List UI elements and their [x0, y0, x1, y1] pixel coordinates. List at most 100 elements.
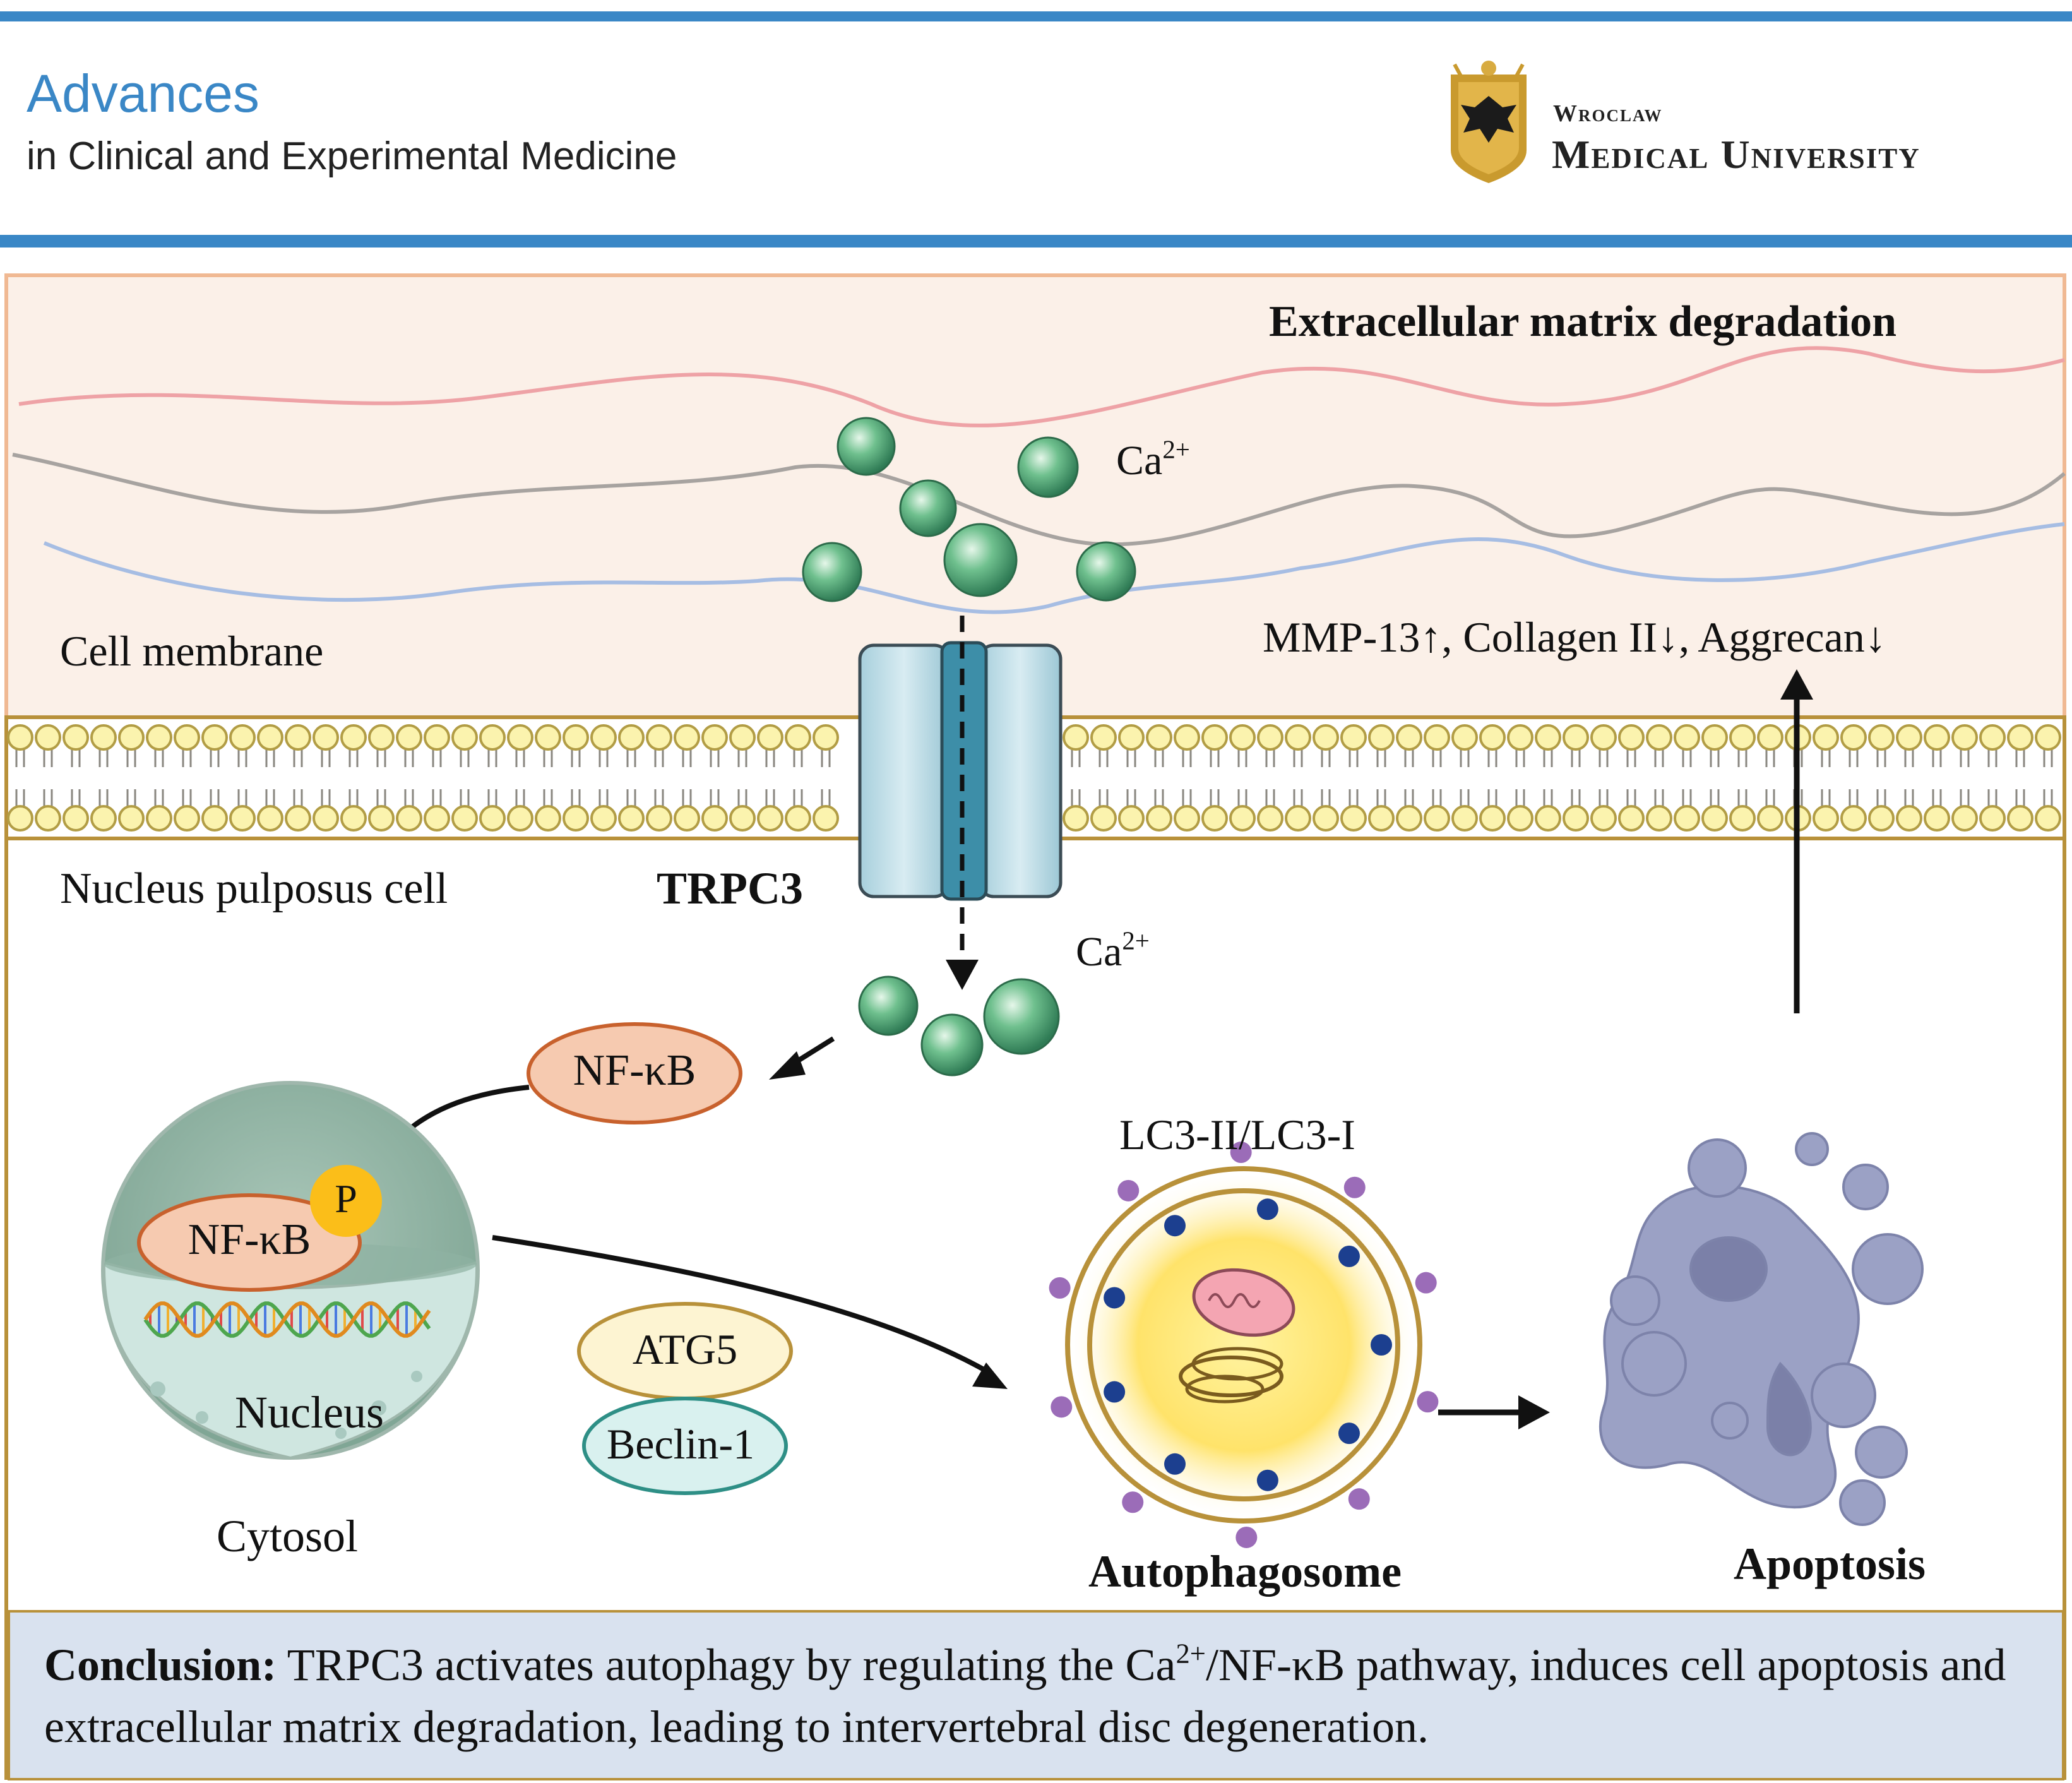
lipid-head	[563, 724, 589, 751]
nfkb-cytoplasm-label: NF-κB	[573, 1046, 696, 1095]
lipid-head	[2007, 724, 2033, 751]
lipid-bilayer	[7, 724, 2061, 832]
lipid-head	[1924, 724, 1950, 751]
lipid-head	[1257, 724, 1283, 751]
lipid-head	[340, 724, 367, 751]
lipid-head	[674, 805, 700, 832]
lipid-head	[590, 724, 617, 751]
lipid-head	[1951, 724, 1978, 751]
autophagosome-label: Autophagosome	[1088, 1546, 1402, 1597]
lipid-head	[701, 805, 728, 832]
conclusion-text-part1: TRPC3 activates autophagy by regulating …	[277, 1640, 1176, 1690]
journal-subtitle: in Clinical and Experimental Medicine	[27, 134, 677, 178]
lipid-head	[1396, 805, 1422, 832]
university-line1: Wroclaw	[1553, 100, 1663, 127]
calcium-ion	[899, 479, 957, 537]
lipid-head	[507, 724, 533, 751]
lipid-head	[63, 805, 89, 832]
lipid-head	[535, 805, 561, 832]
lipid-head	[479, 805, 506, 832]
lipid-head	[1646, 805, 1672, 832]
nfkb-nucleus-shape	[137, 1193, 362, 1292]
lipid-head	[1174, 724, 1200, 751]
lc3-ii-marker	[1417, 1391, 1439, 1413]
lipid-head	[479, 724, 506, 751]
lipid-head	[1063, 805, 1089, 832]
lipid-head	[813, 724, 839, 751]
dna-strand	[143, 1301, 431, 1338]
lipid-head	[90, 805, 117, 832]
autophagy-to-apoptosis-arrowhead	[1518, 1395, 1550, 1429]
university-line2: Medical University	[1552, 132, 1920, 177]
nucleus-to-autophagosome-arrowhead	[972, 1363, 1008, 1389]
lipid-head	[118, 805, 145, 832]
lipid-head	[451, 724, 478, 751]
lc3-i-marker	[1164, 1453, 1186, 1475]
cytosol-label: Cytosol	[216, 1511, 359, 1561]
ecm-degradation-arrowhead	[1780, 669, 1813, 700]
lipid-head	[2035, 805, 2061, 832]
trpc3-label: TRPC3	[657, 863, 803, 914]
university-crest-icon	[1451, 61, 1527, 183]
lipid-head	[1729, 724, 1756, 751]
lipid-head	[1813, 805, 1839, 832]
calcium-outside-base: Ca	[1116, 438, 1163, 484]
lipid-head	[118, 724, 145, 751]
lipid-head	[1590, 724, 1617, 751]
lipid-head	[1646, 724, 1672, 751]
beclin-shape	[582, 1397, 788, 1495]
lipid-head	[563, 805, 589, 832]
lipid-head	[1757, 805, 1783, 832]
lipid-head	[618, 724, 645, 751]
conclusion-text-part2: /NF-κB pathway, induces cell apoptosis a…	[44, 1640, 2006, 1752]
lipid-head	[1451, 805, 1478, 832]
ecm-fiber-pink	[18, 346, 2065, 427]
lipid-head	[1201, 724, 1228, 751]
beclin-label: Beclin-1	[606, 1420, 755, 1468]
lipid-head	[35, 805, 61, 832]
lipid-head	[424, 805, 450, 832]
lipid-head	[1201, 805, 1228, 832]
calcium-inside-label: Ca2+	[1076, 928, 1150, 976]
lipid-head	[1674, 805, 1700, 832]
lipid-head	[757, 724, 783, 751]
lipid-head	[729, 805, 756, 832]
lc3-ii-marker	[1415, 1272, 1437, 1294]
lipid-head	[646, 724, 672, 751]
calcium-ion	[1076, 541, 1136, 602]
lipid-head	[146, 805, 172, 832]
lipid-head	[590, 805, 617, 832]
calcium-ion	[837, 417, 896, 476]
lipid-head	[1535, 805, 1561, 832]
lipid-head	[1979, 805, 2006, 832]
lipid-head	[729, 724, 756, 751]
calcium-inside-base: Ca	[1076, 929, 1122, 975]
lipid-head	[1368, 805, 1395, 832]
lc3-i-marker	[1104, 1287, 1126, 1309]
lc3-ii-marker	[1051, 1396, 1073, 1418]
calcium-ion	[858, 975, 919, 1036]
lipid-head	[90, 724, 117, 751]
ecm-fiber-gray	[12, 453, 2066, 547]
lipid-head	[1229, 805, 1256, 832]
lipid-head	[1924, 805, 1950, 832]
lc3-i-marker	[1371, 1334, 1392, 1356]
lipid-head	[1090, 724, 1117, 751]
lipid-head	[1340, 724, 1367, 751]
conclusion-sup: 2+	[1176, 1637, 1206, 1669]
lipid-head	[1757, 724, 1783, 751]
phospho-label: P	[335, 1176, 357, 1221]
lipid-head	[1451, 724, 1478, 751]
lipid-head	[1701, 724, 1728, 751]
calcium-influx-arrowhead	[946, 960, 979, 990]
lipid-head	[1479, 724, 1506, 751]
lipid-head	[1146, 805, 1172, 832]
lipid-head	[1563, 724, 1589, 751]
lc3-ii-marker	[1117, 1179, 1140, 1202]
lipid-head	[646, 805, 672, 832]
lipid-head	[1285, 724, 1311, 751]
lipid-head	[674, 724, 700, 751]
lipid-head	[507, 805, 533, 832]
header-bottom-rule	[0, 235, 2072, 247]
